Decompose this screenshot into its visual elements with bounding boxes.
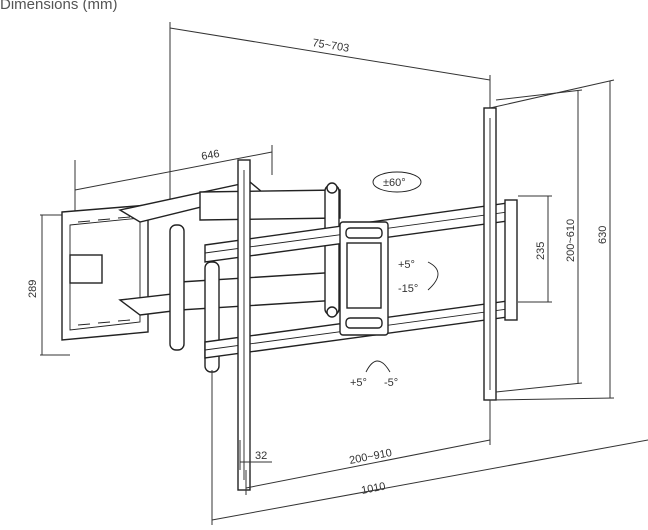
dimension-rail-offset: 32 — [239, 440, 272, 470]
wall-plate-height-label: 289 — [27, 280, 39, 298]
roll-plus-label: +5° — [350, 377, 367, 389]
tilt-indicator: +5° -15° — [398, 259, 439, 295]
total-width-label: 1010 — [360, 480, 386, 496]
swivel-indicator: ±60° — [372, 171, 422, 193]
vesa-plate-height-label: 235 — [535, 242, 547, 260]
dimension-wall-plate-height: 289 — [27, 214, 70, 356]
dimension-total-height: 630 — [489, 79, 615, 401]
vertical-rail-right — [483, 107, 497, 401]
dimension-vesa-vertical: 200~610 — [495, 89, 583, 393]
wall-plate — [61, 204, 149, 341]
tilt-up-label: +5° — [398, 259, 415, 271]
dimension-arm-span: 75~703 — [169, 22, 491, 200]
swivel-label: ±60° — [383, 177, 406, 189]
tilt-down-label: -15° — [398, 283, 418, 295]
diagram-title: Dimensions (mm) — [0, 0, 118, 13]
roll-minus-label: -5° — [384, 377, 398, 389]
dimension-arm-width: 646 — [74, 145, 273, 212]
dimension-vesa-plate-height: 235 — [518, 195, 552, 303]
dimension-vesa-horizontal: 200~910 — [245, 400, 491, 495]
roll-indicator: +5° -5° — [350, 360, 398, 389]
vesa-plate — [339, 221, 389, 336]
arm-span-label: 75~703 — [312, 37, 350, 55]
total-height-label: 630 — [597, 226, 609, 244]
vesa-vertical-label: 200~610 — [565, 219, 577, 262]
arm-width-label: 646 — [200, 148, 220, 163]
rail-offset-label: 32 — [255, 450, 267, 462]
vertical-rail-left — [237, 159, 251, 491]
dimension-total-width: 1010 — [211, 370, 648, 525]
